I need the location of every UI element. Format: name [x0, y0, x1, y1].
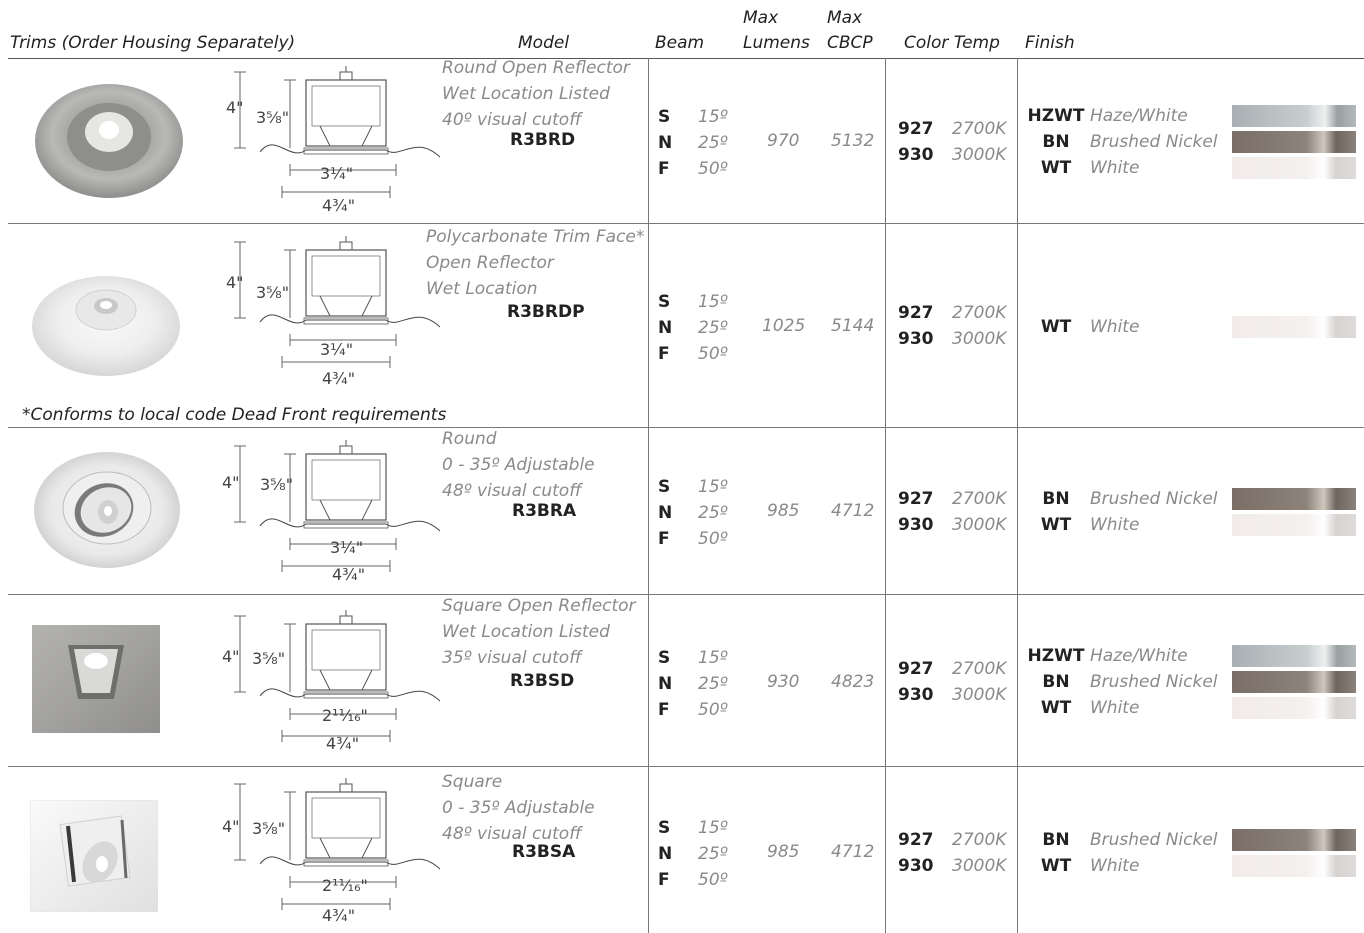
header-max-cbcp-top: Max — [827, 8, 863, 28]
header-finish: Finish — [1025, 33, 1075, 53]
dim-inner: 3⅝" — [256, 283, 290, 302]
header-cbcp: CBCP — [827, 33, 873, 53]
max-cbcp: 4712 — [831, 842, 875, 862]
model-number: R3BRDP — [507, 302, 585, 322]
finish-swatch-brushed-nickel — [1232, 488, 1356, 510]
max-cbcp: 5144 — [831, 316, 875, 336]
max-lumens: 985 — [767, 842, 800, 862]
model-number: R3BRD — [510, 130, 576, 150]
header-color-temp: Color Temp — [904, 33, 1000, 53]
model-number: R3BSD — [510, 671, 575, 691]
trim-photo-round-adjustable — [34, 452, 180, 568]
dim-aperture: 3¼" — [320, 164, 354, 183]
dim-height: 4" — [226, 98, 244, 117]
trim-photo-round-open-reflector — [35, 84, 183, 198]
dim-outer: 4¾" — [332, 565, 366, 584]
row-divider — [8, 223, 1364, 224]
row-divider — [8, 427, 1364, 428]
dim-outer: 4¾" — [326, 734, 360, 753]
dim-height: 4" — [226, 273, 244, 292]
max-lumens: 970 — [767, 131, 800, 151]
dim-inner: 3⅝" — [252, 649, 286, 668]
header-max-lumens-top: Max — [743, 8, 779, 28]
dim-height: 4" — [222, 817, 240, 836]
trim-photo-square-open-reflector — [32, 625, 160, 733]
dim-height: 4" — [222, 473, 240, 492]
finish-swatch-white — [1232, 514, 1356, 536]
header-model: Model — [518, 33, 570, 53]
column-divider-temp — [885, 58, 886, 933]
header-trims: Trims (Order Housing Separately) — [10, 33, 296, 53]
dimension-diagram — [233, 235, 441, 369]
footnote-dead-front: *Conforms to local code Dead Front requi… — [22, 405, 447, 425]
trim-photo-polycarbonate — [32, 276, 180, 376]
finish-swatch-white — [1232, 157, 1356, 179]
dimension-diagram — [233, 65, 441, 199]
dim-height: 4" — [222, 647, 240, 666]
finish-swatch-brushed-nickel — [1232, 131, 1356, 153]
model-number: R3BSA — [512, 842, 576, 862]
finish-swatch-haze-white — [1232, 105, 1356, 127]
header-lumens: Lumens — [743, 33, 810, 53]
header-beam: Beam — [655, 33, 705, 53]
dim-aperture: 3¼" — [330, 538, 364, 557]
dimension-diagram — [233, 777, 441, 911]
finish-swatch-white — [1232, 697, 1356, 719]
model-number: R3BRA — [512, 501, 577, 521]
finish-swatch-white — [1232, 316, 1356, 338]
dim-outer: 4¾" — [322, 196, 356, 215]
dim-outer: 4¾" — [322, 906, 356, 925]
max-cbcp: 5132 — [831, 131, 875, 151]
dim-aperture: 2¹¹⁄₁₆" — [322, 876, 368, 895]
max-cbcp: 4712 — [831, 501, 875, 521]
dim-inner: 3⅝" — [252, 819, 286, 838]
dim-inner: 3⅝" — [256, 108, 290, 127]
finish-swatch-white — [1232, 855, 1356, 877]
finish-swatch-haze-white — [1232, 645, 1356, 667]
column-divider-finish — [1017, 58, 1018, 933]
max-lumens: 985 — [767, 501, 800, 521]
dim-outer: 4¾" — [322, 369, 356, 388]
finish-swatch-brushed-nickel — [1232, 671, 1356, 693]
dimension-diagram — [233, 439, 441, 573]
header-divider — [8, 58, 1364, 59]
finish-swatch-brushed-nickel — [1232, 829, 1356, 851]
dim-aperture: 2¹¹⁄₁₆" — [322, 706, 368, 725]
row-divider — [8, 594, 1364, 595]
column-divider-beam — [648, 58, 649, 933]
trim-photo-square-adjustable — [30, 800, 158, 912]
dim-inner: 3⅝" — [260, 475, 294, 494]
max-lumens: 1025 — [762, 316, 806, 336]
dim-aperture: 3¼" — [320, 340, 354, 359]
max-cbcp: 4823 — [831, 672, 875, 692]
max-lumens: 930 — [767, 672, 800, 692]
row-divider — [8, 766, 1364, 767]
